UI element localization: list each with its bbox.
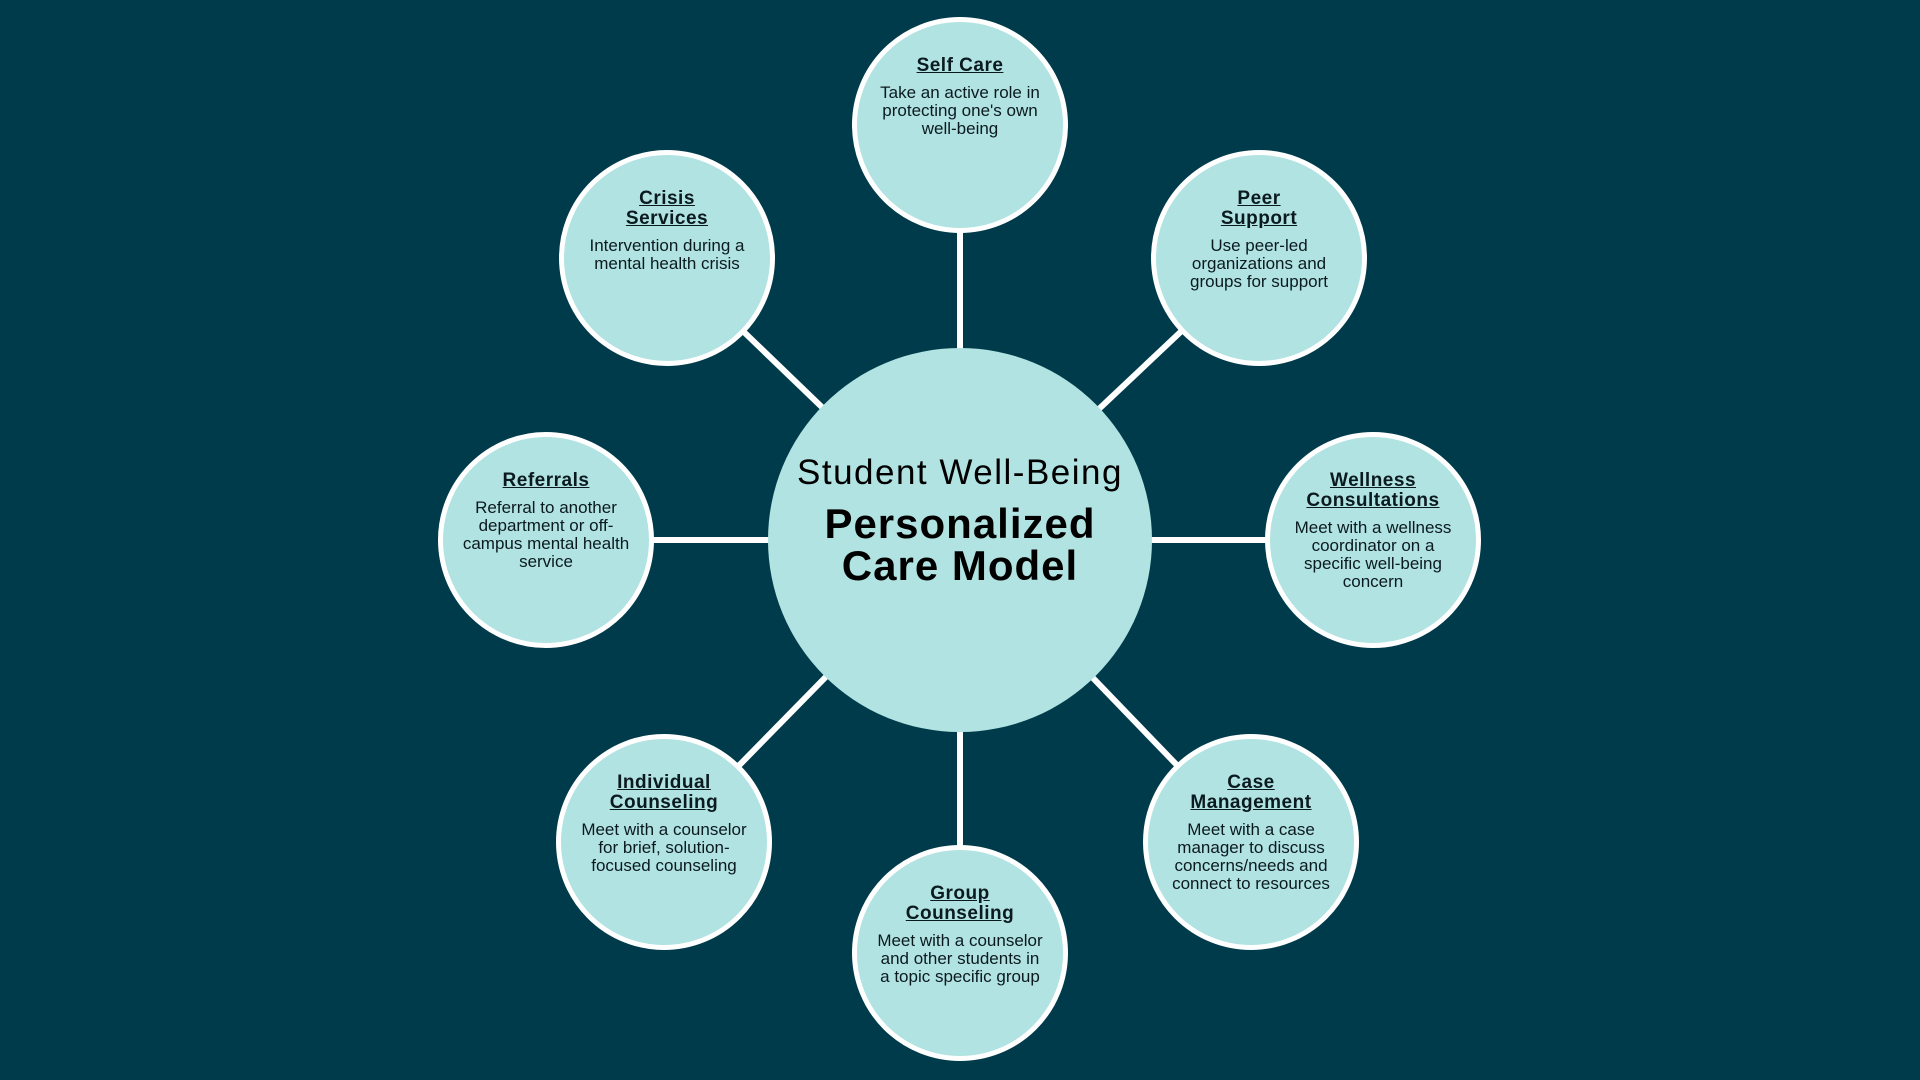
node-description: Meet with a case manager to discuss conc… bbox=[1172, 820, 1330, 893]
node-title: Crisis Services bbox=[625, 188, 709, 229]
node-description: Intervention during a mental health cris… bbox=[589, 236, 745, 273]
center-title-line2: Care Model bbox=[841, 542, 1079, 589]
node-description: Meet with a counselor for brief, solutio… bbox=[581, 820, 747, 875]
node-title: Individual Counseling bbox=[609, 772, 719, 813]
node-description: Referral to another department or off-ca… bbox=[462, 498, 630, 571]
node-description: Meet with a wellness coordinator on a sp… bbox=[1294, 518, 1452, 591]
node-title: Group Counseling bbox=[905, 883, 1015, 924]
node-title: Peer Support bbox=[1220, 188, 1298, 229]
node-description: Take an active role in protecting one's … bbox=[880, 83, 1040, 138]
node-title: Self Care bbox=[916, 55, 1004, 76]
node-title: Wellness Consultations bbox=[1306, 470, 1440, 511]
center-subtitle: Student Well-Being bbox=[797, 453, 1123, 492]
node-description: Meet with a counselor and other students… bbox=[877, 931, 1043, 986]
node-description: Use peer-led organizations and groups fo… bbox=[1190, 236, 1328, 291]
node-title: Case Management bbox=[1190, 772, 1312, 813]
node-title: Referrals bbox=[502, 470, 590, 491]
center-title-line1: Personalized bbox=[824, 500, 1096, 547]
center-hub: Student Well-Being Personalized Care Mod… bbox=[768, 348, 1152, 732]
